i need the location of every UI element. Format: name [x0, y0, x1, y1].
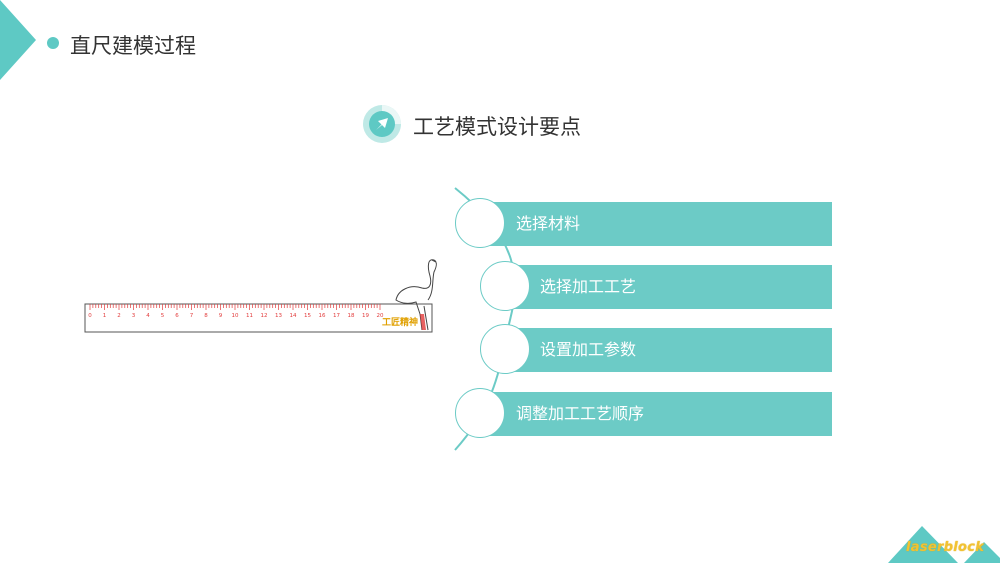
ruler-number: 15 — [304, 313, 311, 319]
ruler-number: 8 — [204, 313, 208, 319]
ruler-number: 5 — [161, 313, 165, 319]
step-bar-1: 选择材料 — [480, 202, 832, 246]
page-title: 直尺建模过程 — [70, 34, 196, 58]
step-label-2: 选择加工工艺 — [540, 277, 637, 296]
corner-decoration-bottom-right — [888, 526, 1000, 563]
ruler-number: 4 — [146, 313, 150, 319]
header-bullet — [47, 37, 59, 49]
ostrich-icon — [395, 259, 437, 331]
step-marker-3 — [480, 324, 530, 374]
section-title: 工艺模式设计要点 — [413, 115, 581, 139]
ruler-number: 17 — [333, 313, 340, 319]
corner-decoration-top-left — [0, 0, 36, 80]
ruler-number: 13 — [275, 313, 282, 319]
ruler-number: 9 — [219, 313, 223, 319]
ruler-number: 16 — [319, 313, 326, 319]
step-bar-3: 设置加工参数 — [505, 328, 832, 372]
ruler-number: 2 — [117, 313, 121, 319]
cursor-arrow-icon — [363, 105, 401, 143]
ruler-number: 20 — [377, 313, 384, 319]
step-marker-4 — [455, 388, 505, 438]
ruler-number: 12 — [261, 313, 268, 319]
ruler-number: 1 — [103, 313, 107, 319]
step-label-1: 选择材料 — [516, 214, 581, 233]
ruler-number: 6 — [175, 313, 179, 319]
ruler-brand-text: 工匠精神 — [382, 316, 418, 328]
ruler-number: 11 — [246, 313, 253, 319]
ruler-number: 19 — [362, 313, 369, 319]
ruler-number: 3 — [132, 313, 136, 319]
step-marker-1 — [455, 198, 505, 248]
step-label-3: 设置加工参数 — [540, 340, 637, 359]
brand-logo: laserblock — [906, 540, 985, 555]
step-marker-2 — [480, 261, 530, 311]
ruler-number: 10 — [232, 313, 239, 319]
ruler-number: 18 — [348, 313, 355, 319]
ruler-number: 7 — [190, 313, 194, 319]
ruler-number: 14 — [290, 313, 297, 319]
step-bar-2: 选择加工工艺 — [505, 265, 832, 309]
step-label-4: 调整加工工艺顺序 — [516, 404, 645, 423]
ruler-number: 0 — [88, 313, 92, 319]
step-bar-4: 调整加工工艺顺序 — [480, 392, 832, 436]
